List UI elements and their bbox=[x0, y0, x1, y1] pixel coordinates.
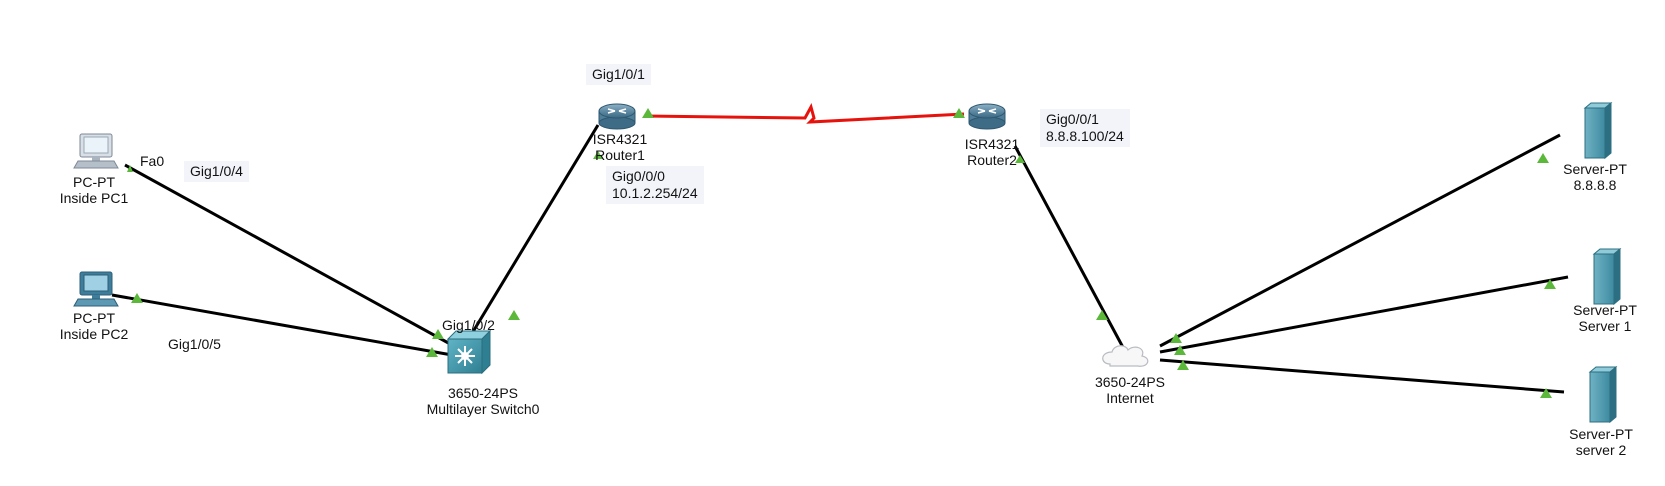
device-name: Multilayer Switch0 bbox=[426, 401, 540, 417]
link-pc1-switch[interactable] bbox=[124, 163, 453, 347]
link-up-indicator bbox=[593, 151, 603, 159]
router-icon[interactable] bbox=[968, 103, 1006, 130]
device-model: PC-PT bbox=[72, 310, 115, 326]
device-name: Inside PC1 bbox=[59, 190, 129, 206]
link-up-indicator bbox=[1015, 155, 1025, 163]
link-up-indicator bbox=[127, 165, 133, 172]
link-internet-server1[interactable] bbox=[1159, 133, 1561, 348]
port-ip: 10.1.2.254/24 bbox=[612, 185, 698, 201]
link-internet-server3[interactable] bbox=[1159, 358, 1565, 394]
cloud-icon[interactable] bbox=[1102, 345, 1149, 367]
link-up-indicator bbox=[508, 310, 520, 320]
device-name: Router1 bbox=[595, 147, 645, 163]
port-label-gig1-0-5: Gig1/0/5 bbox=[168, 336, 221, 352]
device-name: Router2 bbox=[967, 152, 1017, 168]
device-model: 3650-24PS bbox=[1094, 374, 1166, 390]
port-label-gig0-0-0: Gig0/0/0 10.1.2.254/24 bbox=[606, 166, 704, 204]
link-up-indicator bbox=[953, 108, 965, 118]
device-model: PC-PT bbox=[72, 174, 115, 190]
link-up-indicator bbox=[1096, 310, 1108, 320]
device-label-router1: ISR4321 Router1 bbox=[593, 131, 647, 163]
device-label-server3: Server-PT server 2 bbox=[1569, 426, 1633, 458]
device-name: Internet bbox=[1106, 390, 1154, 406]
link-up-indicator bbox=[642, 108, 654, 118]
link-up-indicator bbox=[131, 293, 143, 303]
link-up-indicator bbox=[1174, 345, 1186, 355]
link-internet-server2[interactable] bbox=[1159, 275, 1569, 354]
server-icon[interactable] bbox=[1592, 247, 1622, 306]
device-label-server2: Server-PT Server 1 bbox=[1573, 302, 1637, 334]
link-up-indicator bbox=[1177, 360, 1189, 370]
port-ip: 8.8.8.100/24 bbox=[1046, 128, 1124, 144]
server-icon[interactable] bbox=[1588, 365, 1618, 424]
device-model: ISR4321 bbox=[964, 136, 1020, 152]
device-label-server1: Server-PT 8.8.8.8 bbox=[1563, 161, 1627, 193]
device-model: ISR4321 bbox=[592, 131, 648, 147]
device-label-internet: 3650-24PS Internet bbox=[1095, 374, 1165, 406]
port-label-gig1-0-4: Gig1/0/4 bbox=[184, 161, 249, 182]
router-icon[interactable] bbox=[598, 103, 636, 130]
device-model: Server-PT bbox=[1573, 302, 1637, 318]
link-up-indicator bbox=[432, 329, 444, 339]
device-name: 8.8.8.8 bbox=[1573, 177, 1617, 193]
port-label-gig1-0-2: Gig1/0/2 bbox=[442, 317, 495, 333]
serial-link-router1-router2[interactable] bbox=[644, 103, 965, 124]
link-up-indicator bbox=[426, 347, 438, 357]
port-name: Gig0/0/1 bbox=[1046, 111, 1099, 127]
device-name: Server 1 bbox=[1578, 318, 1632, 334]
device-model: Server-PT bbox=[1569, 426, 1633, 442]
port-label-gig0-0-1: Gig0/0/1 8.8.8.100/24 bbox=[1040, 109, 1130, 147]
multilayer-switch-icon[interactable] bbox=[446, 329, 492, 375]
link-indicators bbox=[127, 108, 1556, 398]
link-up-indicator bbox=[1544, 279, 1556, 289]
link-up-indicator bbox=[1540, 388, 1552, 398]
port-label-gig1-0-1: Gig1/0/1 bbox=[586, 64, 651, 85]
device-label-router2: ISR4321 Router2 bbox=[965, 136, 1019, 168]
pc-icon[interactable] bbox=[73, 271, 119, 307]
links bbox=[111, 103, 1569, 394]
link-up-indicator bbox=[1537, 153, 1549, 163]
port-name: Gig0/0/0 bbox=[612, 168, 665, 184]
device-name: server 2 bbox=[1575, 442, 1627, 458]
link-up-indicator bbox=[1170, 333, 1182, 343]
device-label-pc2: PC-PT Inside PC2 bbox=[60, 310, 128, 342]
server-icon[interactable] bbox=[1583, 101, 1613, 160]
device-name: Inside PC2 bbox=[59, 326, 129, 342]
device-model: Server-PT bbox=[1563, 161, 1627, 177]
link-pc2-switch[interactable] bbox=[111, 293, 453, 357]
pc-icon[interactable] bbox=[73, 133, 119, 169]
port-label-fa0: Fa0 bbox=[140, 153, 165, 169]
device-model: 3650-24PS bbox=[447, 385, 519, 401]
device-label-switch: 3650-24PS Multilayer Switch0 bbox=[427, 385, 540, 417]
device-label-pc1: PC-PT Inside PC1 bbox=[60, 174, 128, 206]
link-switch-router1[interactable] bbox=[466, 124, 600, 341]
link-router2-internet[interactable] bbox=[1013, 145, 1128, 354]
